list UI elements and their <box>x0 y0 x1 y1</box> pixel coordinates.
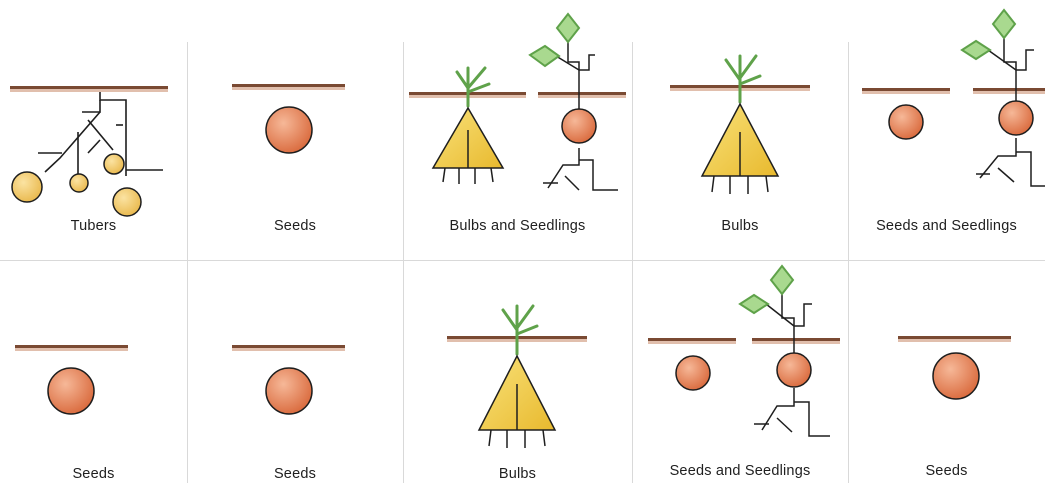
seed <box>48 368 94 414</box>
tuber-2 <box>70 174 88 192</box>
panel-bulbs-and-seedlings: Bulbs and Seedlings <box>403 0 632 260</box>
panel-label: Seeds <box>187 466 403 482</box>
seed-illustration <box>187 260 403 483</box>
leaf-1 <box>771 266 793 294</box>
leaf-1 <box>557 14 579 42</box>
panel-label: Seeds <box>848 463 1045 479</box>
panel-label: Seeds and Seedlings <box>632 463 848 479</box>
leaf-1 <box>993 10 1015 38</box>
panel-label: Bulbs <box>403 466 632 482</box>
panel-label: Tubers <box>0 218 187 234</box>
panel-label: Seeds <box>0 466 187 482</box>
leaf-2 <box>962 41 990 59</box>
tuber-1 <box>12 172 42 202</box>
leaf-2 <box>740 295 768 313</box>
seed <box>676 356 710 390</box>
panel-label: Seeds and Seedlings <box>848 218 1045 234</box>
leaf-2 <box>530 46 559 66</box>
panel-seeds-and-seedlings: Seeds and Seedlings <box>632 260 848 483</box>
seed <box>889 105 923 139</box>
seed-and-seedling-illustration <box>632 260 848 483</box>
panel-seeds: Seeds <box>0 260 187 483</box>
soil-line <box>10 86 168 92</box>
panel-seeds: Seeds <box>187 0 403 260</box>
panel-bulbs: Bulbs <box>403 260 632 483</box>
panel-label: Bulbs and Seedlings <box>403 218 632 234</box>
panel-seeds: Seeds <box>848 260 1045 483</box>
seed-illustration <box>0 260 187 483</box>
panel-bulbs: Bulbs <box>632 0 848 260</box>
germinating-seed <box>777 353 811 387</box>
seed <box>266 107 312 153</box>
panel-label: Bulbs <box>632 218 848 234</box>
panel-tubers: Tubers <box>0 0 187 260</box>
tuber-roots <box>38 92 163 176</box>
tuber-3 <box>104 154 124 174</box>
seed <box>933 353 979 399</box>
bulb-illustration <box>403 260 632 483</box>
germinating-seed <box>562 109 596 143</box>
panel-seeds-and-seedlings: Seeds and Seedlings <box>848 0 1045 260</box>
seed-illustration <box>848 260 1045 483</box>
panel-seeds: Seeds <box>187 260 403 483</box>
panel-label: Seeds <box>187 218 403 234</box>
tuber-4 <box>113 188 141 216</box>
seed <box>266 368 312 414</box>
germinating-seed <box>999 101 1033 135</box>
